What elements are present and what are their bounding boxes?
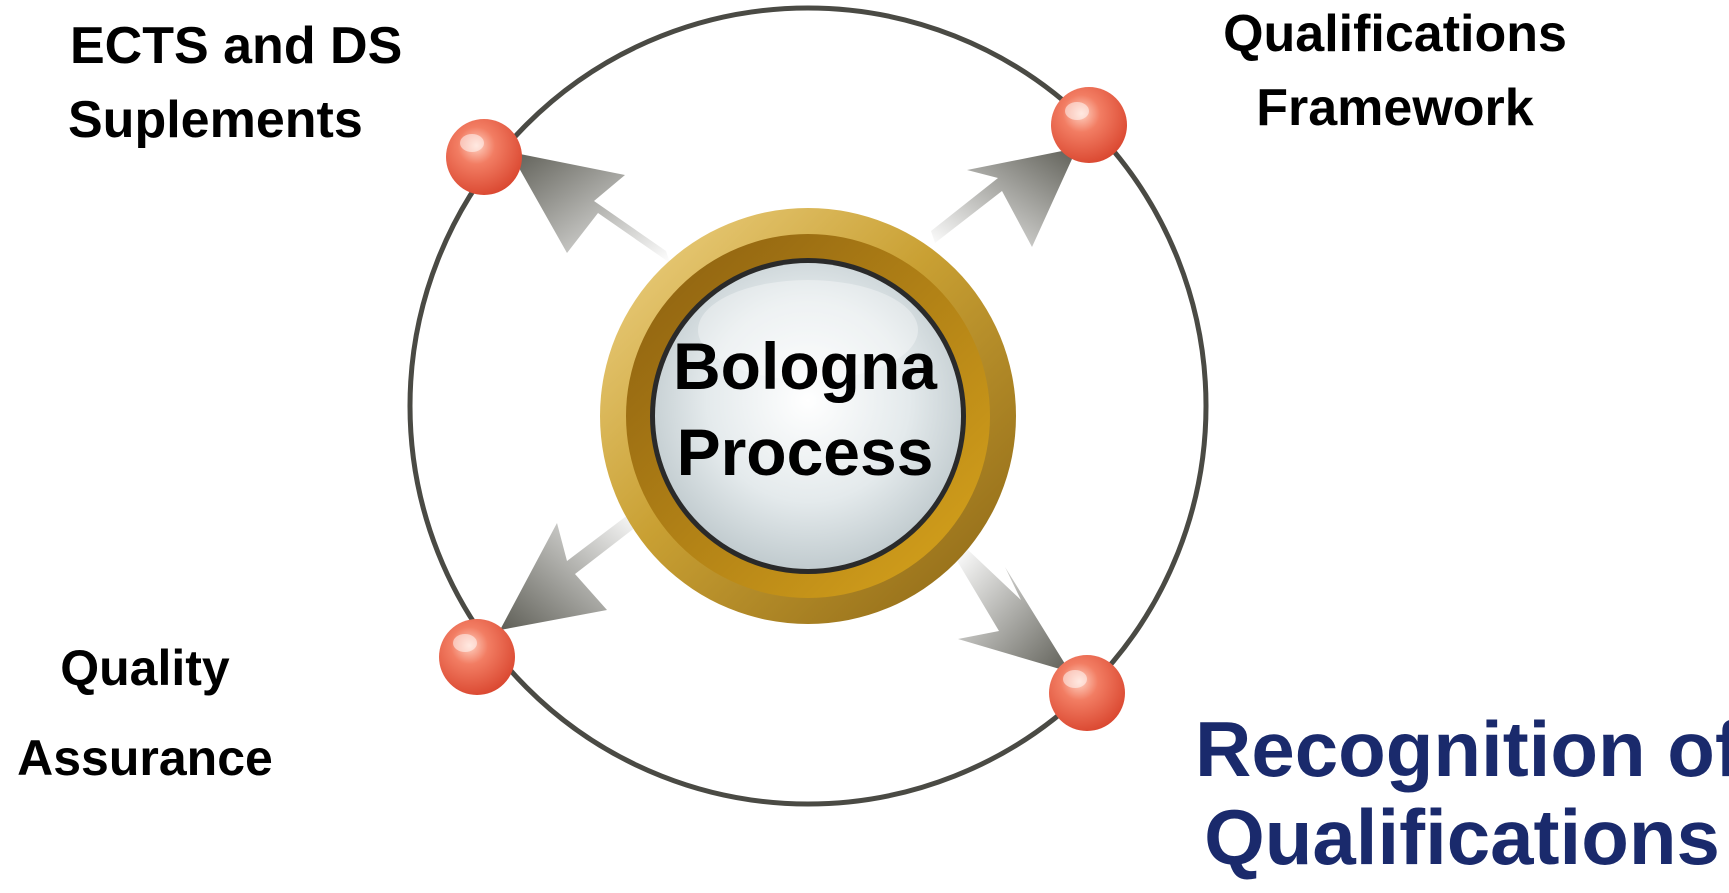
ects-ds-label: ECTS and DS Suplements	[68, 17, 403, 149]
node-bottom-right	[1049, 655, 1125, 731]
quality-assurance-line1: Quality	[60, 640, 230, 696]
center-label-line1: Bologna	[673, 329, 937, 403]
arrow-to-ects	[510, 152, 670, 263]
node-top-right	[1051, 87, 1127, 163]
recognition-line1: Recognition of	[1195, 705, 1729, 793]
qualifications-framework-label: Qualifications Framework	[1205, 8, 1585, 134]
center-label-line2: Process	[676, 415, 934, 489]
bologna-hub	[600, 208, 1016, 624]
qualifications-framework-line1: Qualifications	[1223, 5, 1567, 63]
ects-ds-label-line2: Suplements	[68, 91, 363, 149]
qualifications-framework-line2: Framework	[1256, 79, 1534, 137]
arrow-to-qualifications-framework	[931, 148, 1077, 247]
recognition-label: Recognition of Qualifications	[1195, 710, 1729, 876]
center-label: Bologna Process	[655, 333, 955, 485]
arrow-to-quality-assurance	[500, 511, 641, 630]
ects-ds-label-line1: ECTS and DS	[70, 17, 403, 75]
arrow-to-recognition	[956, 548, 1070, 672]
quality-assurance-line2: Assurance	[17, 730, 273, 786]
outer-ring	[407, 5, 1209, 807]
recognition-line2: Qualifications	[1204, 793, 1720, 881]
node-top-left	[446, 119, 522, 195]
quality-assurance-label: Quality Assurance	[10, 643, 280, 783]
node-bottom-left	[439, 619, 515, 695]
